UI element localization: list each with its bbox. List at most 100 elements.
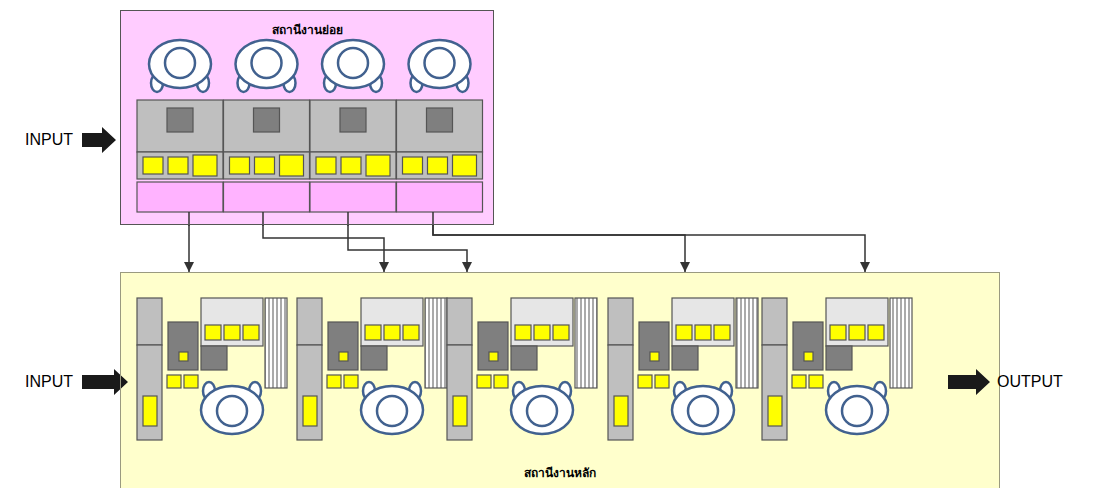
worker-body bbox=[236, 40, 298, 88]
part-bin bbox=[243, 325, 259, 340]
worker-figure bbox=[826, 382, 888, 434]
part-bin bbox=[695, 325, 711, 340]
storage-column bbox=[608, 345, 633, 440]
part-bin bbox=[453, 155, 477, 176]
storage-column bbox=[447, 345, 472, 440]
hatched-rack bbox=[265, 298, 287, 388]
parts-tray bbox=[310, 152, 396, 179]
desk bbox=[310, 100, 396, 152]
worker-body bbox=[672, 386, 734, 434]
part-bin bbox=[477, 375, 491, 388]
monitor bbox=[340, 108, 366, 132]
part-bin bbox=[230, 157, 250, 174]
part-bin bbox=[768, 396, 782, 426]
part-bin bbox=[193, 155, 217, 176]
worker-head bbox=[377, 396, 407, 426]
output-bin bbox=[397, 182, 483, 212]
worker-head bbox=[252, 48, 282, 78]
part-bin bbox=[384, 325, 400, 340]
part-bin bbox=[224, 325, 240, 340]
part-bin bbox=[403, 157, 423, 174]
part-bin bbox=[280, 155, 304, 176]
part-bin bbox=[167, 375, 181, 388]
part-bin bbox=[168, 157, 188, 174]
connector-stub bbox=[188, 212, 190, 226]
flow-connector bbox=[263, 225, 384, 272]
main-workstation bbox=[137, 298, 287, 440]
fixture bbox=[639, 322, 669, 370]
fixture bbox=[478, 322, 508, 370]
hatched-rack bbox=[425, 298, 447, 388]
flow-connector bbox=[433, 225, 685, 272]
part-bin bbox=[614, 396, 628, 426]
part-bin bbox=[676, 325, 692, 340]
hatched-rack bbox=[890, 298, 912, 388]
worker-figure bbox=[322, 40, 384, 92]
part-bin bbox=[255, 157, 275, 174]
main-workstation bbox=[297, 298, 447, 440]
part-bin bbox=[515, 325, 531, 340]
work-table bbox=[826, 298, 888, 346]
part-bin bbox=[849, 325, 865, 340]
parts-tray bbox=[224, 152, 310, 179]
output-label: OUTPUT bbox=[997, 373, 1063, 391]
region-title: สถานีงานย่อย bbox=[272, 20, 343, 39]
region-fill bbox=[120, 10, 494, 225]
part-bin bbox=[494, 375, 508, 388]
input-label: INPUT bbox=[25, 373, 73, 391]
main-workstation bbox=[762, 298, 912, 440]
part-bin bbox=[792, 375, 806, 388]
part-bin bbox=[650, 352, 659, 361]
part-bin bbox=[143, 396, 157, 426]
monitor bbox=[427, 108, 453, 132]
part-bin bbox=[366, 155, 390, 176]
worker-figure bbox=[149, 40, 211, 92]
storage-column bbox=[297, 298, 322, 345]
worker-body bbox=[361, 386, 423, 434]
fixture bbox=[793, 322, 823, 370]
part-bin bbox=[868, 325, 884, 340]
flow-arrow bbox=[82, 369, 128, 395]
flow-arrow bbox=[948, 369, 990, 395]
worker-figure bbox=[409, 40, 471, 92]
part-bin bbox=[143, 157, 163, 174]
worker-head bbox=[217, 396, 247, 426]
storage-column bbox=[137, 298, 162, 345]
desk bbox=[137, 100, 223, 152]
fixture bbox=[168, 322, 198, 370]
storage-column bbox=[137, 345, 162, 440]
worker-head bbox=[338, 48, 368, 78]
worker-body bbox=[826, 386, 888, 434]
part-bin bbox=[403, 325, 419, 340]
output-bin bbox=[310, 182, 396, 212]
hatched-rack bbox=[575, 298, 597, 388]
work-table bbox=[672, 298, 734, 346]
main-station-region: สถานีงานหลัก bbox=[120, 272, 1000, 488]
part-bin bbox=[489, 352, 498, 361]
sub-workstation bbox=[0, 0, 483, 212]
storage-column bbox=[297, 345, 322, 440]
region-fill bbox=[120, 272, 1000, 488]
flow-connector bbox=[433, 225, 865, 272]
part-bin bbox=[453, 396, 467, 426]
fixture bbox=[328, 322, 358, 370]
part-bin bbox=[365, 325, 381, 340]
worker-figure bbox=[672, 382, 734, 434]
monitor bbox=[826, 346, 852, 370]
worker-figure bbox=[361, 382, 423, 434]
monitor bbox=[201, 346, 227, 370]
connector-stub bbox=[262, 212, 264, 226]
region-title: สถานีงานหลัก bbox=[524, 463, 596, 482]
part-bin bbox=[830, 325, 846, 340]
part-bin bbox=[655, 375, 669, 388]
worker-head bbox=[527, 396, 557, 426]
sub-workstation bbox=[0, 0, 223, 212]
worker-head bbox=[165, 48, 195, 78]
flow-arrow bbox=[82, 127, 116, 153]
sub-station-region: สถานีงานย่อย bbox=[120, 10, 494, 225]
part-bin bbox=[179, 352, 188, 361]
main-workstation bbox=[608, 298, 758, 440]
part-bin bbox=[316, 157, 336, 174]
part-bin bbox=[553, 325, 569, 340]
